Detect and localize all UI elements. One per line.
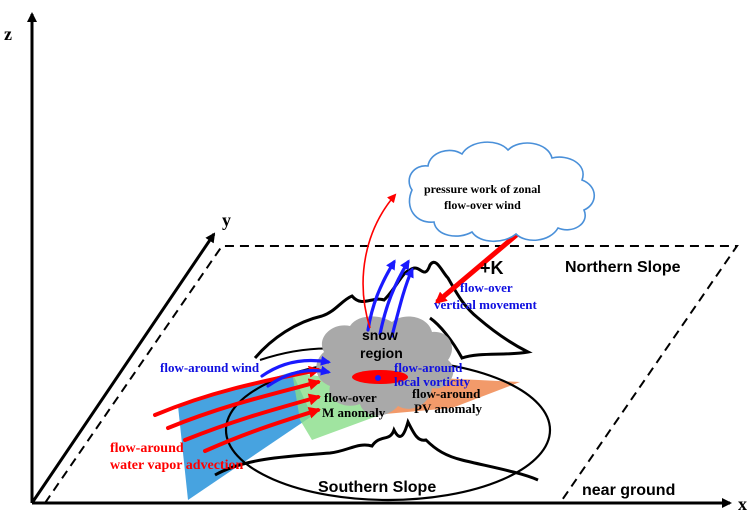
plateau-lower-contour: [214, 417, 539, 482]
flow-around-wind-label: flow-around wind: [160, 360, 260, 375]
flow-over-m-line2: M anomaly: [322, 405, 386, 420]
flow-around-pv-line1: flow-around: [412, 386, 481, 401]
flow-around-wind-arrows: [260, 355, 331, 388]
cloud-shape: [408, 141, 596, 243]
northern-slope-label: Northern Slope: [565, 259, 681, 276]
z-axis-label: z: [4, 24, 12, 44]
cloud-text-line1: pressure work of zonal: [424, 182, 541, 196]
near-ground-label: near ground: [582, 482, 675, 499]
cloud-text-line2: flow-over wind: [444, 198, 521, 212]
water-vapor-line1: flow-around: [110, 441, 184, 456]
flow-around-pv-line2: PV anomaly: [414, 401, 483, 416]
snow-region-line1: snow: [362, 327, 398, 343]
plateau-upper-contour: [253, 260, 533, 360]
snow-region-line2: region: [360, 345, 403, 361]
flow-over-vertical-line1: flow-over: [460, 280, 513, 295]
snow-region-shape: [316, 316, 454, 416]
flow-over-vertical-line2: vertical movement: [434, 297, 538, 312]
flow-around-vorticity-line2: local vorticity: [394, 374, 471, 389]
plus-k-arrow: [434, 230, 522, 304]
water-vapor-line2: water vapor advection: [110, 458, 243, 473]
y-axis-label: y: [222, 210, 231, 230]
flow-around-vorticity-line1: flow-around: [394, 360, 463, 375]
vorticity-center: [375, 375, 381, 381]
southern-slope-label: Southern Slope: [318, 479, 436, 496]
y-axis: [30, 232, 216, 504]
water-vapor-arrows: [153, 365, 321, 453]
flow-over-m-line1: flow-over: [324, 390, 377, 405]
plus-k-label: +K: [480, 258, 504, 278]
pressure-work-arrow: [362, 193, 397, 329]
x-axis-label: x: [738, 494, 747, 514]
